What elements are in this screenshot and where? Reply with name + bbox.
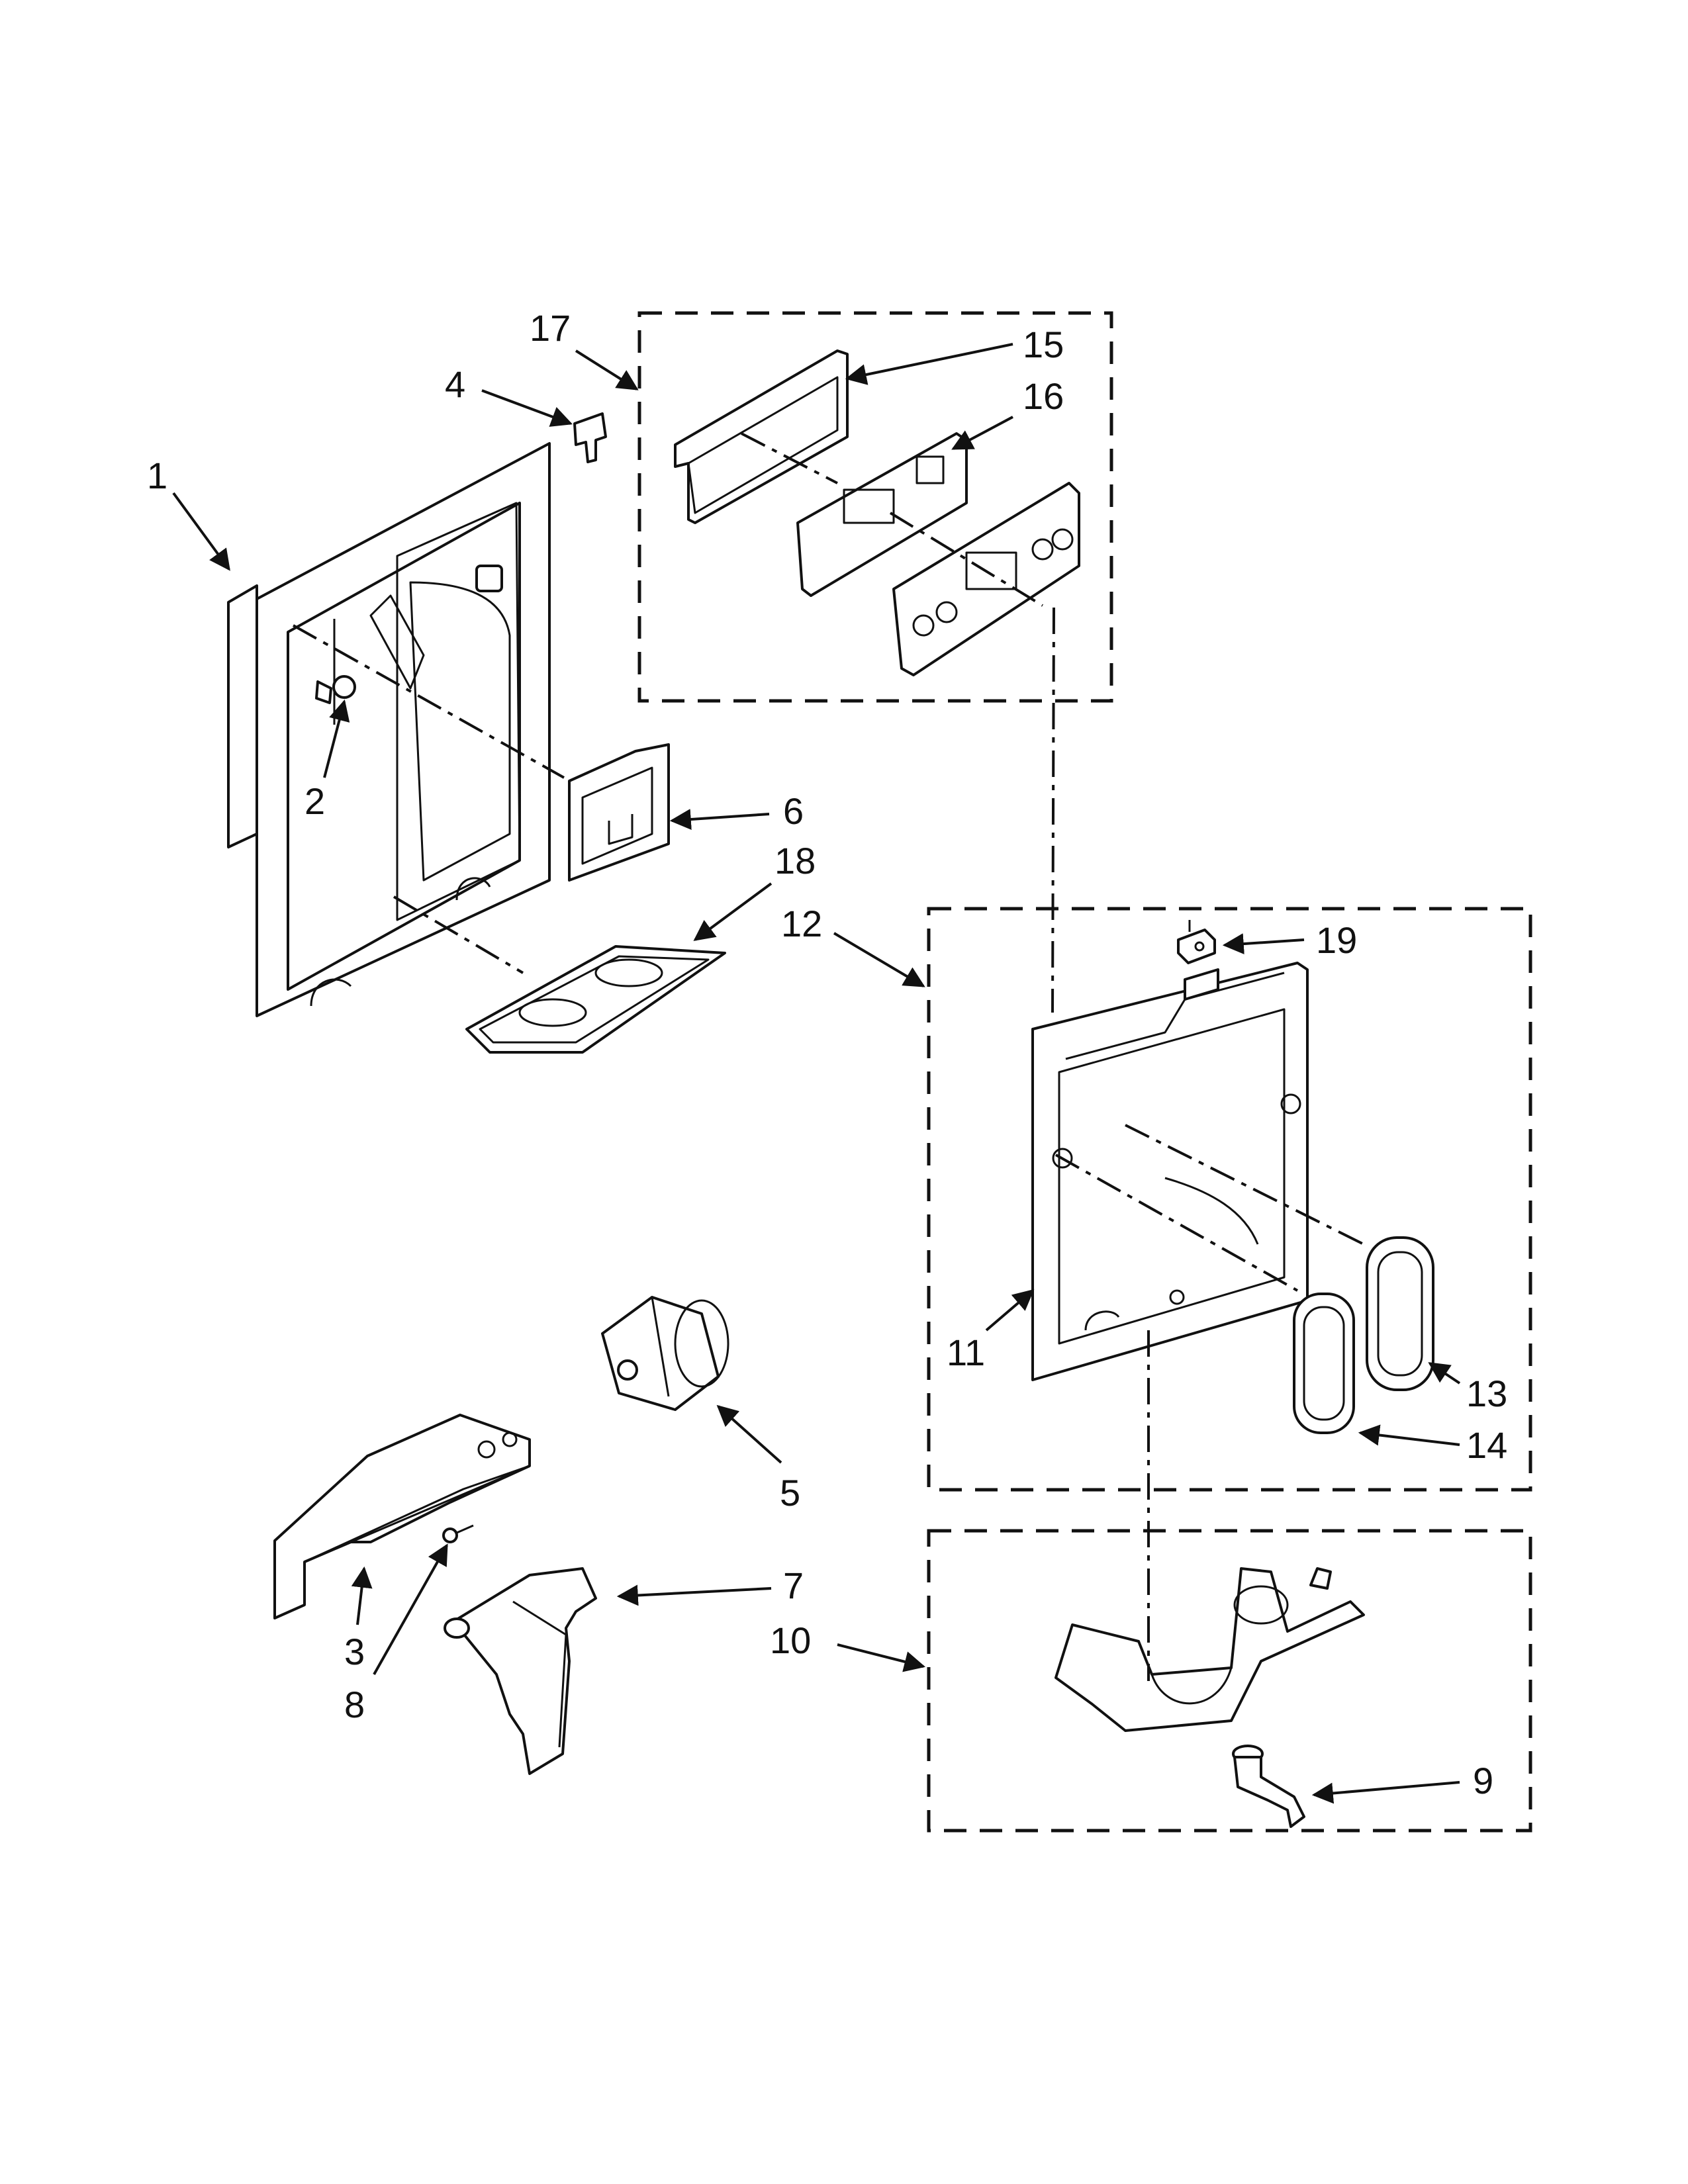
group-box-dispenser-housing <box>927 907 1532 1492</box>
leader-5 <box>716 1404 782 1464</box>
leader-8 <box>373 1543 448 1675</box>
leader-6 <box>669 809 770 831</box>
light-lens-upper-part <box>1366 1236 1434 1391</box>
callout-10: 10 <box>770 1619 811 1661</box>
ice-chute-part <box>1055 1567 1365 1732</box>
callout-11: 11 <box>947 1332 985 1373</box>
leader-7 <box>616 1584 772 1606</box>
leader-14 <box>1358 1424 1460 1446</box>
callout-13: 13 <box>1466 1373 1507 1414</box>
callout-15: 15 <box>1023 324 1064 365</box>
leader-11 <box>985 1289 1035 1332</box>
leader-17 <box>575 349 639 390</box>
dispenser-frame-part <box>227 442 551 1017</box>
screw-part <box>315 675 356 704</box>
callout-9: 9 <box>1473 1760 1493 1801</box>
group-box-control-boards <box>637 311 1113 703</box>
callout-6: 6 <box>783 790 804 832</box>
alignment-line-boards-16-ui <box>889 512 1044 607</box>
callout-8: 8 <box>344 1684 365 1725</box>
callout-5: 5 <box>780 1472 800 1514</box>
leader-12 <box>833 932 925 987</box>
callout-3: 3 <box>344 1631 365 1672</box>
leader-4 <box>481 389 573 427</box>
alignment-line-paddle <box>293 624 565 779</box>
callout-14: 14 <box>1466 1424 1507 1466</box>
callout-1: 1 <box>147 455 167 496</box>
mounting-bracket-part <box>273 1414 531 1619</box>
actuator-motor-part <box>601 1296 729 1411</box>
bracket-part <box>573 412 607 463</box>
leader-16 <box>951 416 1013 450</box>
leader-18 <box>693 882 773 941</box>
switch-part <box>1177 920 1216 964</box>
alignment-line-grille <box>393 895 524 974</box>
callout-2: 2 <box>305 780 325 822</box>
leader-9 <box>1311 1781 1460 1804</box>
alignment-line-boards-15-16 <box>741 432 838 484</box>
leader-15 <box>845 343 1013 385</box>
leader-19 <box>1222 933 1305 955</box>
callout-19: 19 <box>1316 919 1357 961</box>
group-box-drip-tray-assembly <box>927 1529 1532 1833</box>
leader-3 <box>351 1566 373 1625</box>
alignment-line-board-to-housing <box>1051 607 1055 1013</box>
leader-1 <box>172 492 230 571</box>
dispenser-lever-part <box>444 1567 597 1775</box>
callout-16: 16 <box>1023 375 1064 417</box>
dispenser-housing-part <box>1031 962 1309 1381</box>
alignment-line-lens-upper <box>1125 1124 1364 1246</box>
control-board-bracket-part <box>674 349 849 524</box>
callout-12: 12 <box>781 903 822 944</box>
dispenser-paddle-part <box>568 743 670 882</box>
leader-13 <box>1428 1362 1461 1385</box>
drip-tray-grille-part <box>465 945 726 1054</box>
light-lens-lower-part <box>1293 1293 1355 1434</box>
small-screw-part <box>442 1524 474 1543</box>
callout-18: 18 <box>774 840 816 882</box>
leader-10 <box>837 1643 926 1672</box>
callout-17: 17 <box>530 307 571 349</box>
leader-2 <box>323 699 350 778</box>
user-interface-board-part <box>892 482 1080 676</box>
elbow-fitting-part <box>1232 1745 1305 1828</box>
callout-4: 4 <box>445 363 465 405</box>
callout-7: 7 <box>783 1565 804 1606</box>
